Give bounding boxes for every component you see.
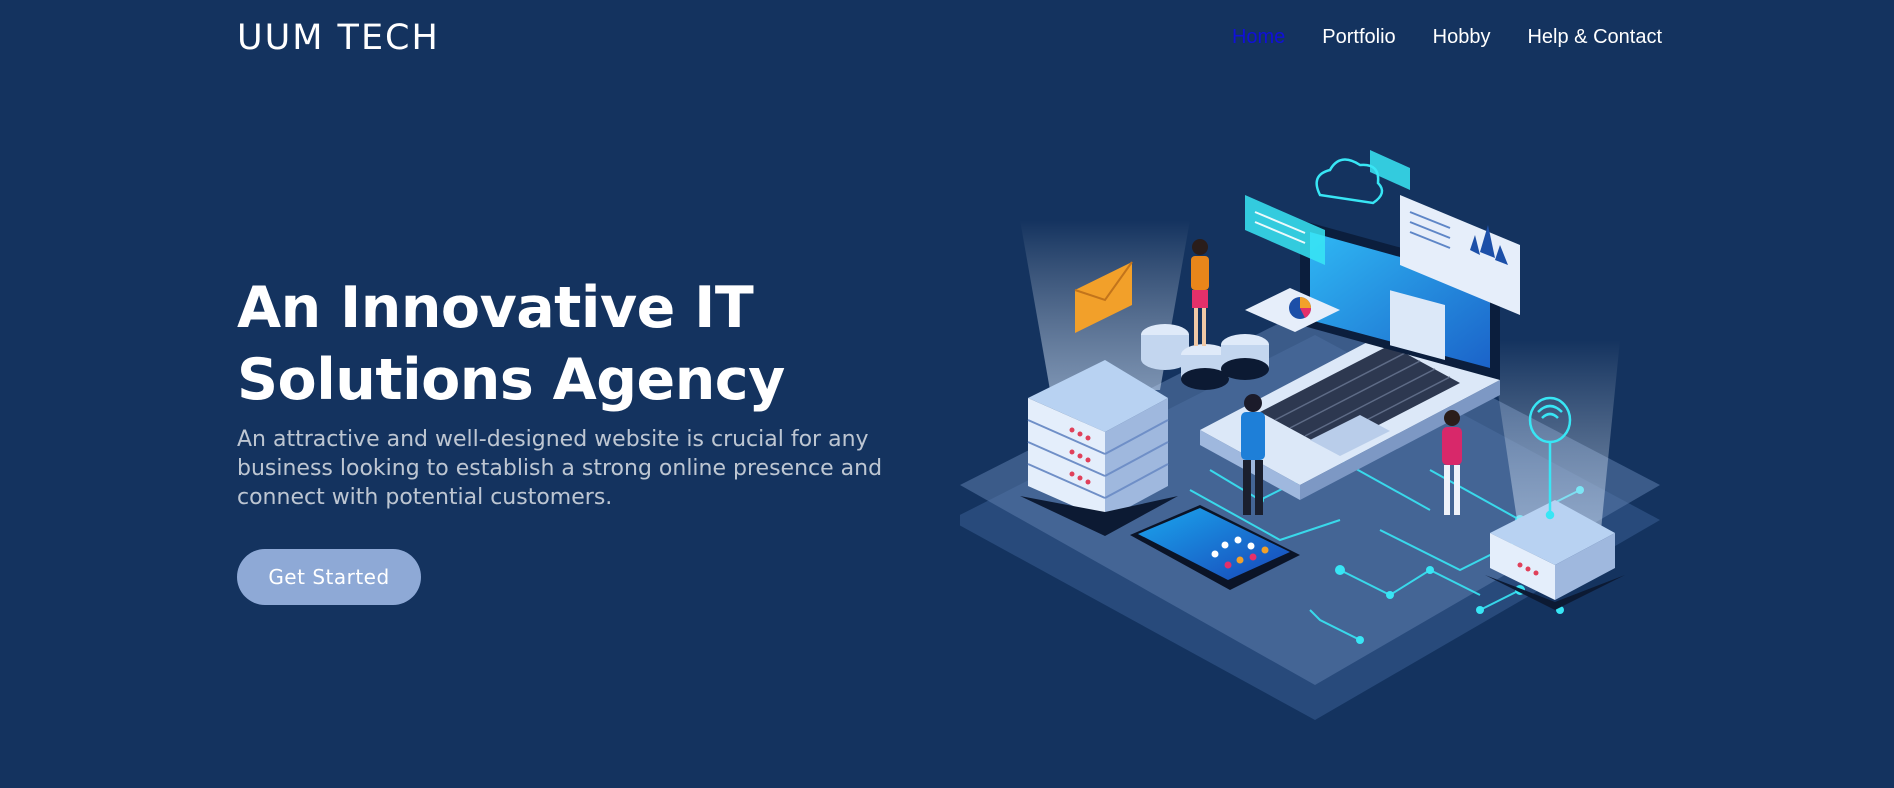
floating-card-cyan: [1245, 195, 1325, 265]
person-man-blue: [1241, 394, 1265, 515]
floating-card-small: [1370, 150, 1410, 190]
pie-chart-card: [1245, 288, 1340, 332]
hero-title: An Innovative IT Solutions Agency: [237, 272, 937, 416]
email-envelope-icon: [1074, 261, 1133, 333]
database-cylinders: [1141, 324, 1269, 390]
right-light-beam: [1490, 340, 1620, 540]
get-started-button[interactable]: Get Started: [237, 549, 421, 605]
smartphone-icon: [1130, 505, 1300, 590]
hero-title-line-1: An Innovative IT: [237, 275, 754, 341]
hero-description: An attractive and well-designed website …: [237, 427, 883, 510]
nav-link-help-contact[interactable]: Help & Contact: [1527, 26, 1662, 48]
nav-list: Home Portfolio Hobby Help & Contact: [1232, 26, 1662, 49]
cloud-icon: [1315, 158, 1384, 205]
nav-link-portfolio[interactable]: Portfolio: [1322, 26, 1396, 48]
site-logo[interactable]: UUM TECH: [237, 18, 440, 58]
nav-item-portfolio: Portfolio: [1322, 26, 1395, 49]
nav-link-home[interactable]: Home: [1231, 26, 1286, 48]
person-woman-pink: [1442, 410, 1462, 515]
nav-link-hobby[interactable]: Hobby: [1432, 26, 1491, 48]
isometric-it-illustration-icon: [960, 150, 1660, 720]
wifi-signal-icon: [1528, 396, 1572, 520]
floating-chart-panel: [1400, 195, 1520, 315]
site-header: UUM TECH Home Portfolio Hobby Help & Con…: [0, 0, 1894, 80]
person-woman-orange: [1191, 239, 1209, 346]
nav-item-help-contact: Help & Contact: [1527, 26, 1662, 49]
nav-item-home: Home: [1232, 26, 1285, 49]
left-server-stack: [1020, 360, 1178, 536]
nav-item-hobby: Hobby: [1433, 26, 1491, 49]
right-server-stack: [1485, 500, 1625, 610]
hero-title-line-2: Solutions Agency: [237, 347, 785, 413]
